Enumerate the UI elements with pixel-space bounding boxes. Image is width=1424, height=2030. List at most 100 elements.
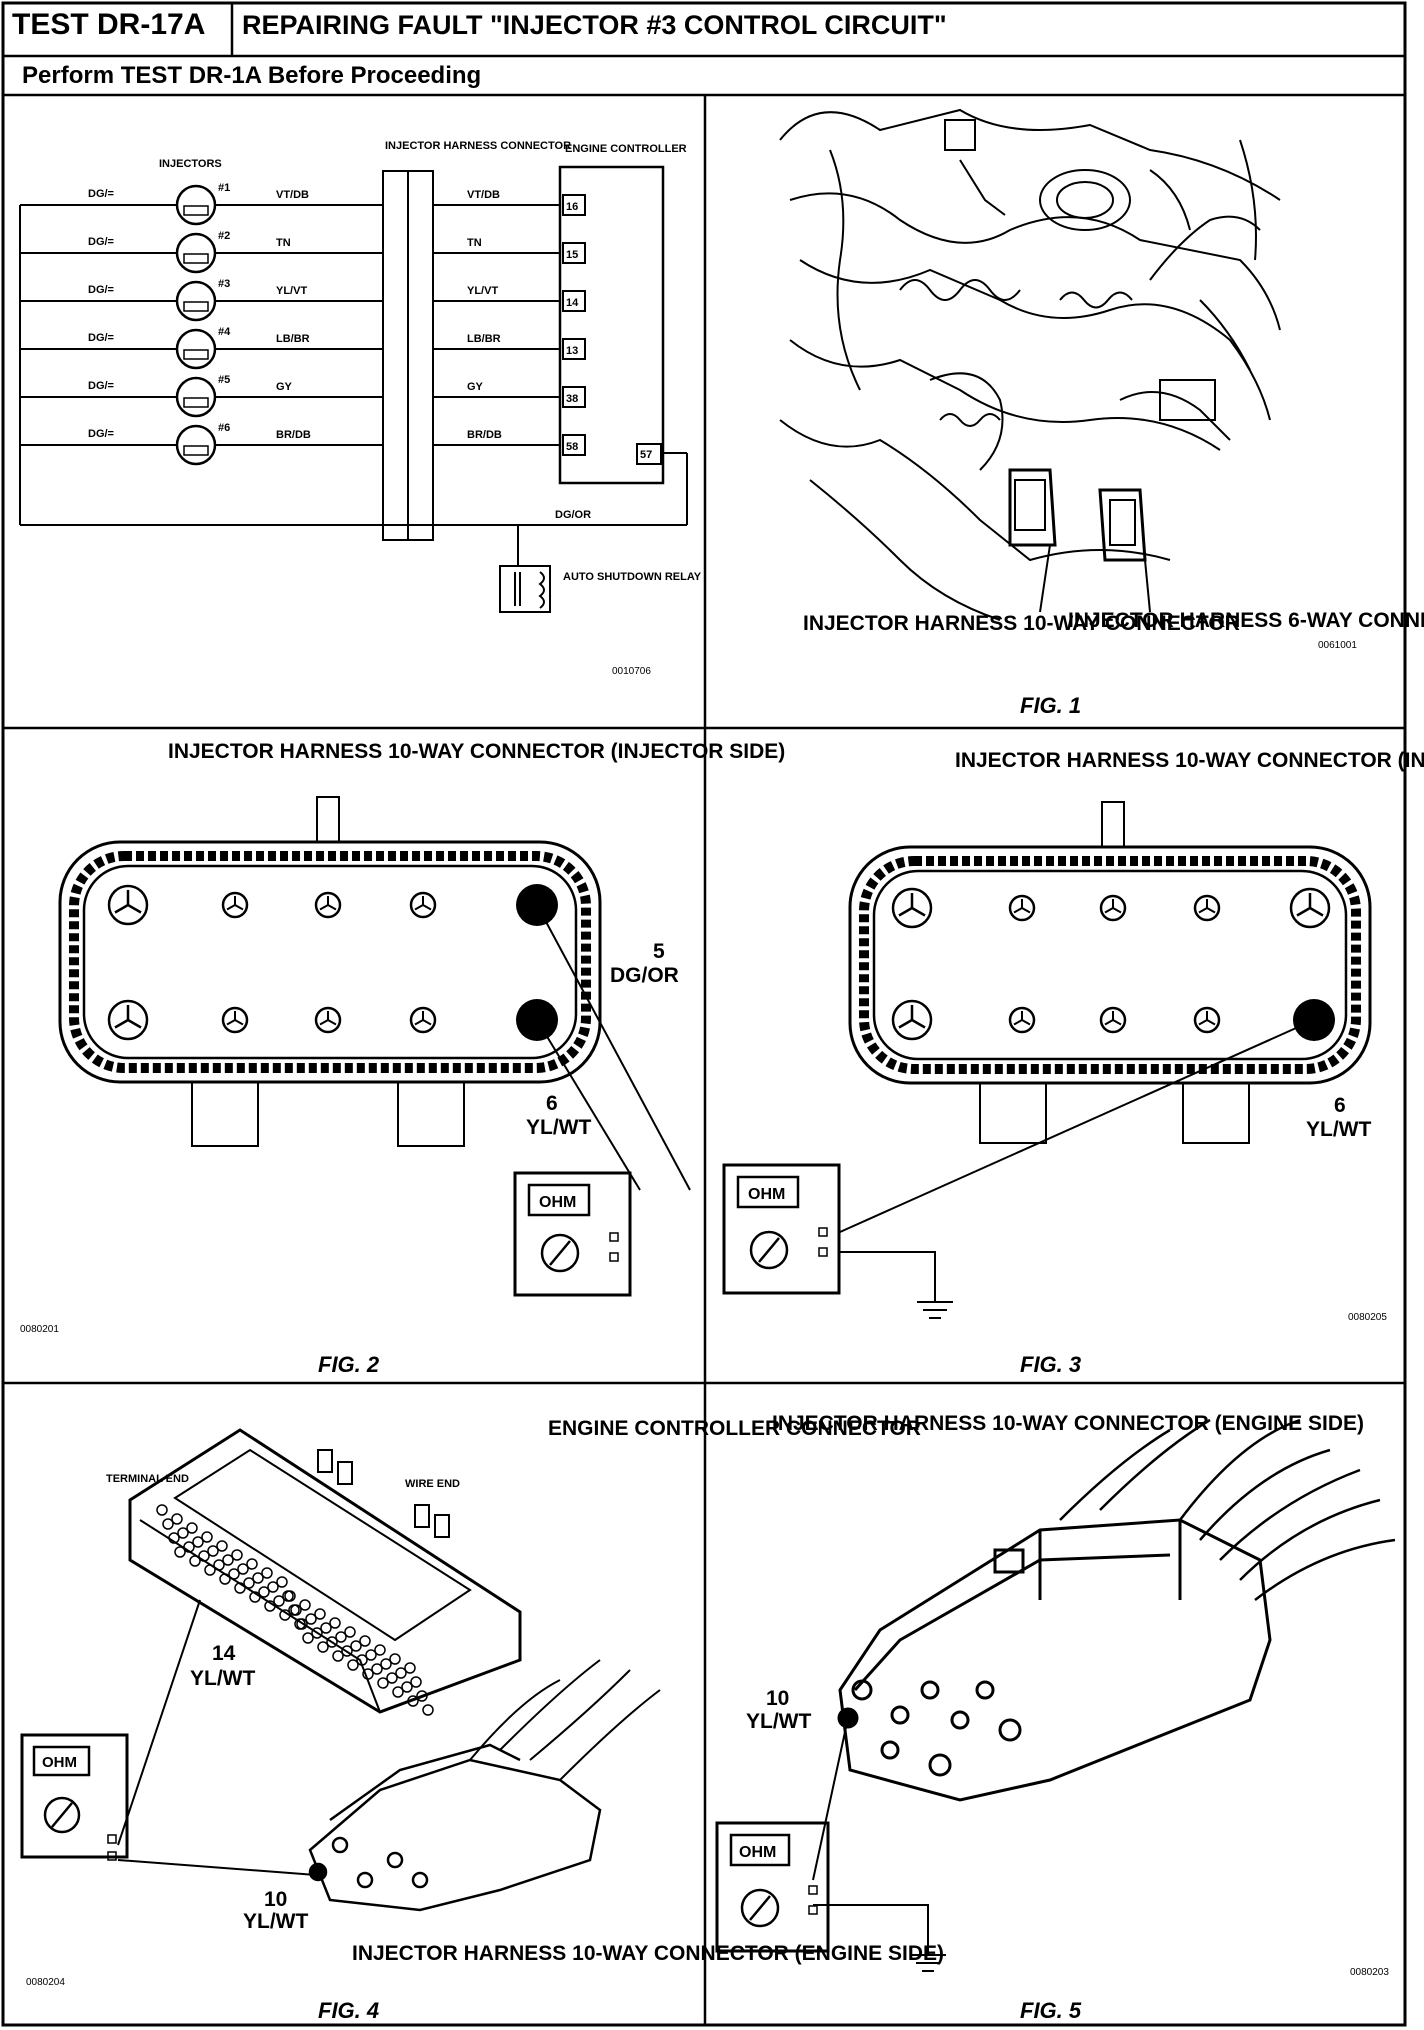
controller-pin-cavity [276, 1576, 288, 1588]
row-left-wire: DG/= [88, 284, 114, 296]
row-wire-color-2: LB/BR [467, 333, 501, 345]
controller-pin-cavity [201, 1531, 213, 1543]
fig4-code: 0080204 [26, 1977, 65, 1988]
row-left-wire: DG/= [88, 188, 114, 200]
controller-pin-cavity [305, 1613, 317, 1625]
controller-pin-cavity [350, 1640, 362, 1652]
pin-57: 57 [640, 449, 652, 461]
row-wire-color-2: VT/DB [467, 189, 500, 201]
schematic-code: 0010706 [612, 666, 651, 677]
controller-pin-cavity [362, 1668, 374, 1680]
fig4-bottom-label: INJECTOR HARNESS 10-WAY CONNECTOR (ENGIN… [352, 1942, 944, 1965]
controller-pin-cavity [219, 1573, 231, 1585]
test-id: TEST DR-17A [12, 8, 206, 41]
controller-pin-cavity [198, 1550, 210, 1562]
fig4-title-1: ENGINE CONTROLLER CONNECTOR [548, 1417, 921, 1440]
fig5-title: INJECTOR HARNESS 10-WAY CONNECTOR (ENGIN… [772, 1412, 1364, 1435]
controller-pin-cavity [320, 1622, 332, 1634]
controller-pin-cavity [386, 1672, 398, 1684]
controller-pin-cavity [222, 1554, 234, 1566]
controller-pin-cavity [288, 1604, 300, 1616]
controller-pin-cavity [344, 1626, 356, 1638]
row-wire-color-2: YL/VT [467, 285, 498, 297]
fig5-harness-connector: INJECTOR HARNESS 10-WAY CONNECTOR (ENGIN… [715, 1412, 1396, 2023]
fig3-caption: FIG. 3 [1020, 1352, 1081, 1377]
controller-pin-cavity [302, 1632, 314, 1644]
controller-pin-cavity [395, 1667, 407, 1679]
controller-pin: 58 [566, 441, 578, 453]
row-wire-color-2: BR/DB [467, 429, 502, 441]
fig2-pin-a: 5 [653, 940, 665, 963]
schematic-row: DG/= #3YL/VT YL/VT 14 [20, 278, 586, 322]
injector-symbol [175, 328, 217, 370]
relay-label: AUTO SHUTDOWN RELAY [563, 571, 702, 583]
controller-pin-cavity [162, 1518, 174, 1530]
injector-number: #3 [218, 278, 230, 290]
controller-pin-cavity [401, 1681, 413, 1693]
fig3-code: 0080205 [1348, 1312, 1387, 1323]
fig3-pin: 6 [1334, 1094, 1346, 1117]
row-wire-color: LB/BR [276, 333, 310, 345]
controller-pin-cavity [329, 1617, 341, 1629]
controller-pin-cavity [404, 1662, 416, 1674]
controller-pin-cavity [273, 1595, 285, 1607]
controller-pin-cavity [246, 1558, 258, 1570]
controller-pin-cavity [374, 1644, 386, 1656]
fig1-caption: FIG. 1 [1020, 693, 1081, 718]
controller-pin-cavity [264, 1600, 276, 1612]
controller-pin-cavity [389, 1653, 401, 1665]
injector-symbol [175, 376, 217, 418]
controller-pin-cavity [156, 1504, 168, 1516]
controller-pin: 16 [566, 201, 578, 213]
controller-pin-cavity [279, 1609, 291, 1621]
controller-pin-cavity [207, 1545, 219, 1557]
relay-wire-label: DG/OR [555, 509, 591, 521]
controller-pin-cavity [171, 1513, 183, 1525]
fig4-caption: FIG. 4 [318, 1998, 379, 2023]
fig4-pin-a-color: YL/WT [190, 1667, 255, 1690]
controller-pin-cavity [258, 1586, 270, 1598]
fig2-connector: INJECTOR HARNESS 10-WAY CONNECTOR (INJEC… [20, 740, 785, 1377]
controller-pin-cavity [332, 1650, 344, 1662]
fig3-connector: INJECTOR HARNESS 10-WAY CONNECTOR (INJEC… [722, 749, 1424, 1377]
row-left-wire: DG/= [88, 332, 114, 344]
fig4-wire-end: WIRE END [405, 1478, 460, 1490]
fig1-code: 0061001 [1318, 640, 1357, 651]
row-wire-color: YL/VT [276, 285, 307, 297]
fig2-pin-b: 6 [546, 1092, 558, 1115]
controller-pin: 38 [566, 393, 578, 405]
harness-label: INJECTOR HARNESS CONNECTOR [385, 140, 571, 152]
controller-pin-cavity [183, 1541, 195, 1553]
controller-pin-cavity [341, 1645, 353, 1657]
row-left-wire: DG/= [88, 428, 114, 440]
fig4-ohmmeter: OHM [20, 1733, 129, 1861]
controller-pin-cavity [216, 1540, 228, 1552]
fig1-labels: INJECTOR HARNESS 10-WAY CONNECTOR INJECT… [803, 609, 1424, 718]
controller-pin-cavity [192, 1536, 204, 1548]
controller-pin-cavity [377, 1677, 389, 1689]
controller-pin-cavity [204, 1564, 216, 1576]
controller-pin-cavity [234, 1582, 246, 1594]
row-wire-color-2: GY [467, 381, 484, 393]
controller-pin-cavity [228, 1568, 240, 1580]
row-wire-color: BR/DB [276, 429, 311, 441]
wiring-schematic: INJECTORS INJECTOR HARNESS CONNECTOR ENG… [19, 140, 702, 677]
controller-pin-cavity [314, 1608, 326, 1620]
row-wire-color: GY [276, 381, 293, 393]
injector-symbol [175, 424, 217, 466]
fig3-ohmmeter: OHM [722, 1163, 841, 1295]
controller-pin-cavity [371, 1663, 383, 1675]
controller-pin-cavity [335, 1631, 347, 1643]
controller-pin: 14 [566, 297, 579, 309]
controller-pin-cavity [407, 1695, 419, 1707]
auto-shutdown-relay: AUTO SHUTDOWN RELAY [499, 565, 702, 613]
controller-pin-cavity [231, 1549, 243, 1561]
controller-pin-cavity [177, 1527, 189, 1539]
svg-text:OHM: OHM [739, 1844, 776, 1861]
controller-pin-cavity [174, 1546, 186, 1558]
